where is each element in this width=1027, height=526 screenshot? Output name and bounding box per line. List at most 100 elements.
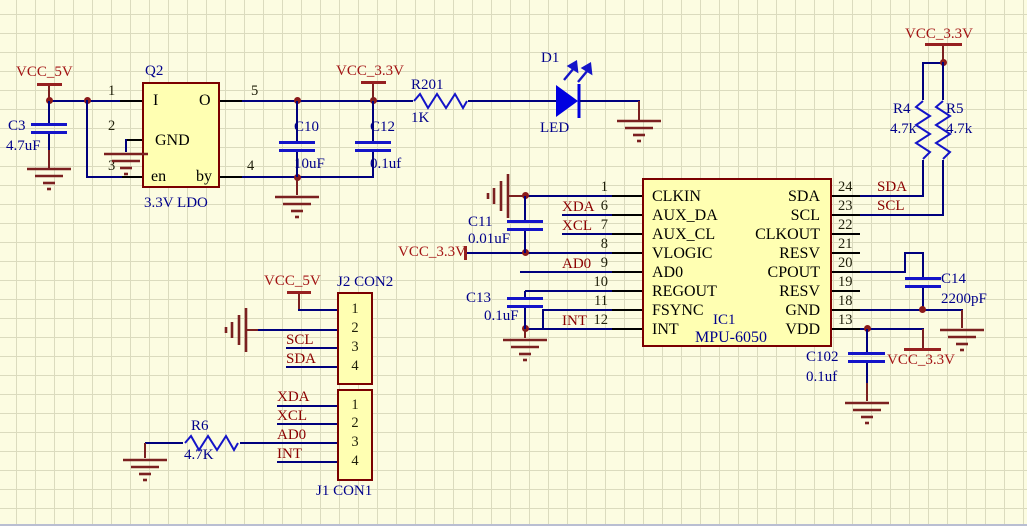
- pin-number: 7: [600, 217, 608, 233]
- pin-number: 4: [247, 158, 255, 174]
- power-label[interactable]: VCC_3.3V: [905, 26, 973, 42]
- net-label-sda-j2[interactable]: SDA: [286, 351, 317, 367]
- wire: [860, 328, 924, 330]
- pin-stub: [220, 100, 242, 102]
- designator[interactable]: R201: [411, 77, 444, 93]
- cap-plate: [507, 220, 543, 223]
- wire: [286, 366, 337, 368]
- pin-name-ad0: AD0: [652, 264, 684, 281]
- ground-stem: [638, 101, 640, 120]
- value[interactable]: 10uF: [294, 156, 325, 172]
- net-label-ad0-j1[interactable]: AD0: [277, 427, 307, 443]
- led-triangle: [556, 85, 578, 117]
- power-stem: [372, 84, 374, 101]
- value[interactable]: 4.7k: [946, 121, 973, 137]
- net-label-int-j1[interactable]: INT: [277, 446, 302, 462]
- pin-number: 22: [838, 217, 853, 233]
- cap-plate: [31, 131, 67, 134]
- value[interactable]: 3.3V LDO: [144, 195, 208, 211]
- value[interactable]: 4.7K: [184, 447, 214, 463]
- pin-name-aux-cl: AUX_CL: [652, 226, 716, 243]
- net-label-int-ic[interactable]: INT: [562, 313, 587, 329]
- pin-number: 3: [351, 434, 359, 450]
- value[interactable]: 0.1uf: [370, 156, 402, 172]
- cap-plate: [848, 360, 885, 363]
- cap-lead: [524, 308, 526, 329]
- connector-body[interactable]: [337, 389, 373, 481]
- ground-stem: [524, 329, 526, 338]
- net-label-xcl[interactable]: XCL: [562, 218, 592, 234]
- net-label-ad0-ic[interactable]: AD0: [562, 256, 592, 272]
- designator[interactable]: C10: [294, 119, 320, 135]
- designator[interactable]: C13: [466, 290, 492, 306]
- pin-stub: [612, 309, 642, 311]
- pin-number: 23: [838, 198, 853, 214]
- pin-number: 4: [351, 358, 359, 374]
- pin-number: 9: [600, 255, 608, 271]
- value[interactable]: 0.1uf: [806, 369, 838, 385]
- designator[interactable]: R4: [893, 101, 911, 117]
- designator[interactable]: C3: [8, 118, 26, 134]
- resistor-lead: [922, 160, 924, 196]
- designator[interactable]: R5: [946, 101, 964, 117]
- pin-stub: [612, 195, 642, 197]
- wire: [525, 195, 612, 197]
- pin-name-sda: SDA: [787, 188, 820, 205]
- component-body[interactable]: [642, 178, 832, 347]
- power-label[interactable]: VCC_3.3V: [887, 352, 955, 368]
- resistor-zigzag: [183, 434, 240, 452]
- pin-number: 1: [108, 83, 116, 99]
- pin-name-clkout: CLKOUT: [755, 226, 820, 243]
- designator[interactable]: C12: [370, 119, 396, 135]
- designator[interactable]: J2 CON2: [337, 274, 394, 290]
- designator[interactable]: R6: [191, 418, 209, 434]
- wire: [49, 100, 142, 102]
- value[interactable]: 1K: [411, 110, 430, 126]
- pin-stub: [832, 195, 860, 197]
- net-label-xda[interactable]: XDA: [562, 199, 595, 215]
- value[interactable]: 4.7uF: [6, 138, 41, 154]
- pin-number: 19: [838, 274, 853, 290]
- value[interactable]: 4.7k: [890, 121, 917, 137]
- pin-stub: [832, 214, 860, 216]
- pin-stub: [832, 309, 860, 311]
- net-label-scl-j2[interactable]: SCL: [286, 332, 314, 348]
- power-label[interactable]: VCC_5V: [16, 64, 73, 80]
- pin-number: 8: [600, 236, 608, 252]
- pin-number: 4: [351, 453, 359, 469]
- pin-stub: [832, 252, 860, 254]
- led-arrows: [563, 60, 593, 83]
- value[interactable]: 2200pF: [941, 291, 987, 307]
- designator[interactable]: D1: [541, 50, 560, 66]
- power-bar: [904, 348, 941, 351]
- wire: [542, 309, 544, 330]
- value[interactable]: 0.01uF: [468, 231, 511, 247]
- resistor-zigzag: [413, 92, 468, 110]
- ground-symbol: [273, 195, 321, 219]
- part-number[interactable]: MPU-6050: [695, 329, 768, 346]
- designator[interactable]: C11: [468, 214, 493, 230]
- designator[interactable]: J1 CON1: [316, 483, 373, 499]
- power-label[interactable]: VCC_3.3V: [336, 63, 404, 79]
- wire: [922, 252, 924, 278]
- pin-number: 11: [594, 293, 608, 309]
- designator[interactable]: IC1: [713, 312, 736, 328]
- net-label-sda-ic[interactable]: SDA: [877, 179, 908, 195]
- designator[interactable]: C14: [941, 271, 967, 287]
- net-label-xda-j1[interactable]: XDA: [277, 389, 310, 405]
- net-label-scl-ic[interactable]: SCL: [877, 198, 905, 214]
- pin-stub: [832, 290, 860, 292]
- value[interactable]: LED: [540, 120, 570, 136]
- value[interactable]: 0.1uF: [484, 308, 519, 324]
- power-label[interactable]: VCC_5V: [264, 273, 321, 289]
- wire: [240, 442, 337, 444]
- component-body[interactable]: [142, 82, 220, 188]
- power-label[interactable]: VCC_3.3V: [398, 244, 466, 260]
- wire: [520, 271, 612, 273]
- cap-lead: [866, 329, 868, 352]
- net-label-xcl-j1[interactable]: XCL: [277, 408, 307, 424]
- wire: [242, 100, 413, 102]
- designator[interactable]: C102: [806, 349, 839, 365]
- connector-body[interactable]: [337, 292, 373, 385]
- designator[interactable]: Q2: [145, 63, 164, 79]
